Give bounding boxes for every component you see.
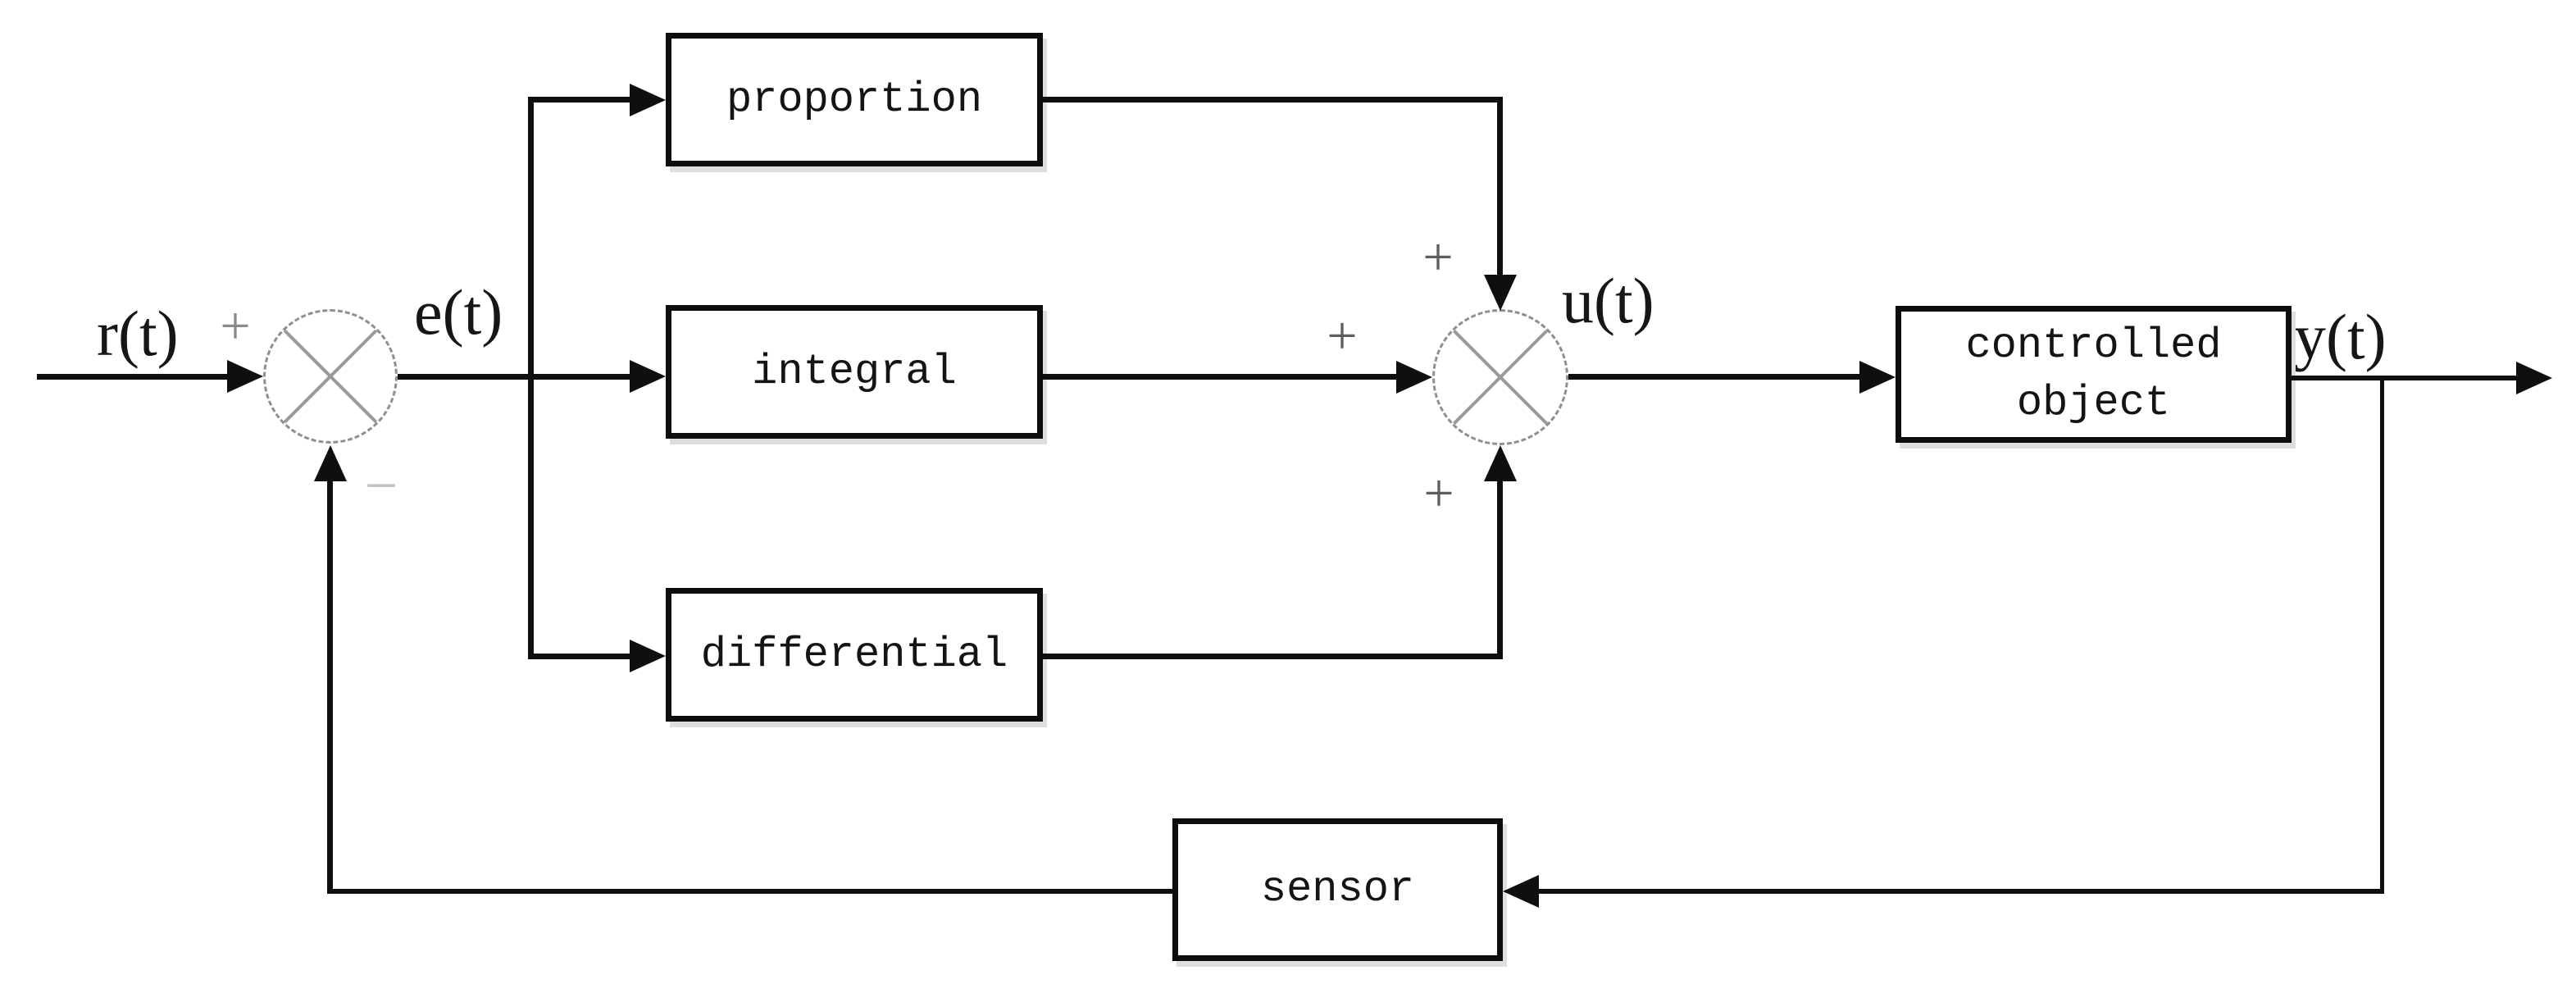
- summing-junction-error: [263, 309, 398, 444]
- block-differential: differential: [666, 588, 1043, 722]
- arrowhead-into-differential: [630, 640, 666, 672]
- connector-error-line: [398, 374, 631, 380]
- block-proportion: proportion: [666, 33, 1043, 166]
- connector-proportion-output-horizontal: [1043, 97, 1503, 102]
- arrowhead-into-controlled-object: [1859, 361, 1896, 394]
- output-signal-label: y(t): [2294, 301, 2387, 372]
- error-signal-label: e(t): [414, 276, 503, 348]
- connector-feedback-up-vertical: [327, 481, 333, 894]
- block-differential-label: differential: [700, 630, 1008, 679]
- connector-to-proportion: [528, 97, 631, 102]
- connector-output-line: [2292, 376, 2518, 380]
- plus-sign-integral: +: [1327, 306, 1358, 366]
- arrowhead-into-integral: [630, 360, 666, 393]
- connector-proportion-output-vertical: [1497, 97, 1503, 279]
- block-controlled-object: controlled object: [1896, 306, 2292, 443]
- connector-feedback-right: [1537, 889, 2384, 894]
- plus-sign-proportion: +: [1422, 227, 1454, 287]
- arrowhead-differential-into-control-junction: [1484, 445, 1517, 481]
- connector-integral-output: [1043, 374, 1399, 380]
- connector-to-differential: [528, 654, 631, 659]
- arrowhead-feedback-into-error-junction: [314, 445, 347, 481]
- connector-feedback-branch-vertical: [2380, 376, 2384, 894]
- connector-reference-input: [37, 374, 229, 380]
- arrowhead-integral-into-control-junction: [1396, 361, 1432, 394]
- connector-control-line: [1568, 374, 1862, 380]
- arrowhead-proportion-into-control-junction: [1484, 275, 1517, 311]
- plus-sign-differential: +: [1423, 463, 1454, 523]
- connector-feedback-left: [327, 889, 1172, 894]
- arrowhead-into-proportion: [630, 84, 666, 116]
- block-sensor: sensor: [1172, 818, 1503, 961]
- control-signal-label: u(t): [1562, 265, 1654, 336]
- minus-sign-feedback: −: [364, 453, 398, 518]
- block-integral-label: integral: [752, 347, 957, 396]
- connector-error-branch-vertical: [528, 97, 534, 659]
- block-controlled-object-label-line1: controlled: [1965, 321, 2222, 370]
- block-integral: integral: [666, 305, 1043, 439]
- connector-differential-output-vertical: [1497, 481, 1503, 659]
- connector-differential-output-horizontal: [1043, 654, 1503, 659]
- arrowhead-into-error-junction: [227, 360, 263, 393]
- block-controlled-object-label-line2: object: [2016, 378, 2171, 427]
- summing-junction-control: [1432, 309, 1568, 445]
- block-sensor-label: sensor: [1260, 865, 1415, 913]
- plus-sign-reference: +: [220, 296, 251, 356]
- reference-signal-label: r(t): [97, 298, 179, 369]
- block-proportion-label: proportion: [726, 75, 983, 124]
- arrowhead-output: [2516, 362, 2552, 394]
- arrowhead-into-sensor: [1503, 875, 1539, 908]
